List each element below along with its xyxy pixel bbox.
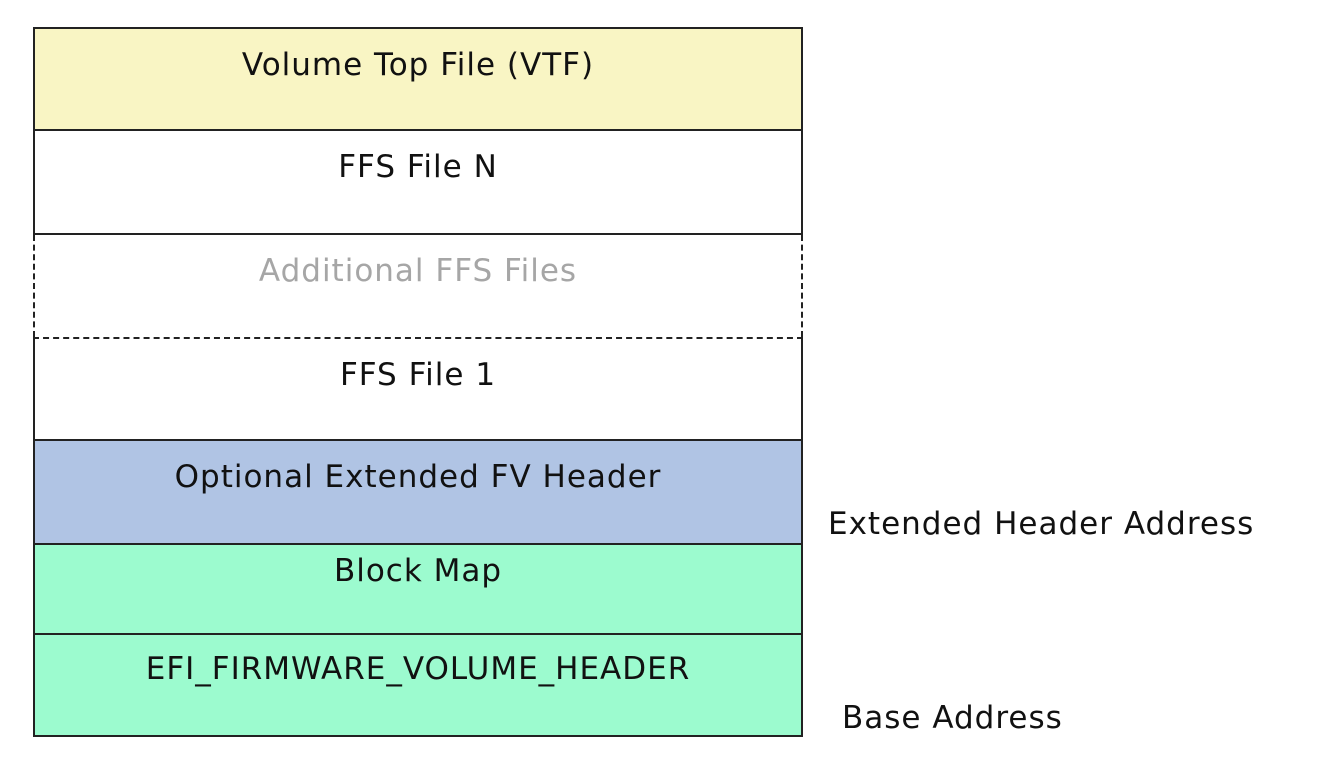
additional-ffs-files-block: Additional FFS Files <box>33 235 803 337</box>
base-address-label: Base Address <box>842 700 1063 736</box>
extended-header-address-label: Extended Header Address <box>828 506 1255 542</box>
optional-extended-fv-header-block: Optional Extended FV Header <box>33 441 803 545</box>
ffs-file-n-block: FFS File N <box>33 131 803 235</box>
ffs-file-1-block: FFS File 1 <box>33 337 803 441</box>
firmware-volume-stack: Volume Top File (VTF) FFS File N Additio… <box>33 27 803 737</box>
efi-firmware-volume-header-block: EFI_FIRMWARE_VOLUME_HEADER <box>33 635 803 737</box>
volume-top-file-block: Volume Top File (VTF) <box>33 27 803 131</box>
block-map-block: Block Map <box>33 545 803 635</box>
